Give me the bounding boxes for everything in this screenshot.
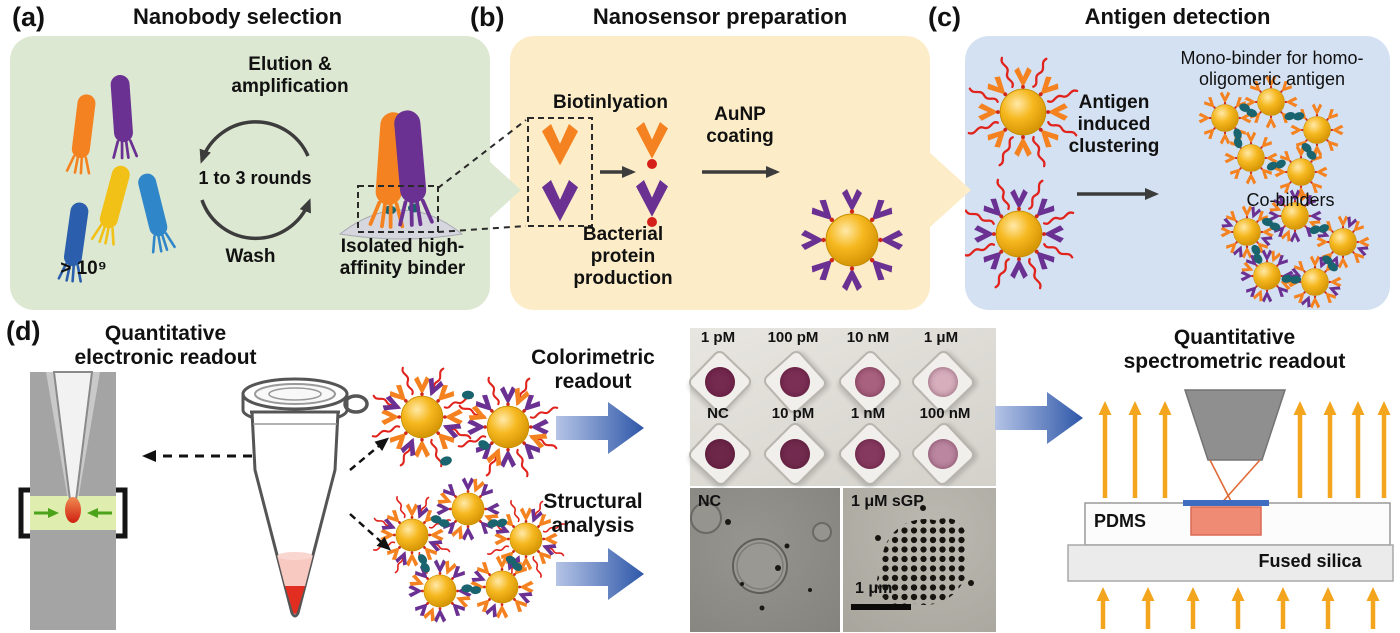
rounds-label: 1 to 3 rounds xyxy=(198,168,312,188)
well-solution xyxy=(773,360,817,404)
coverslip xyxy=(1183,500,1269,506)
emission-arrows xyxy=(1098,401,1391,498)
panel-d-letter: (d) xyxy=(6,316,41,346)
wash-label: Wash xyxy=(225,246,276,267)
sample-plug xyxy=(65,497,81,523)
well-label: 10 nM xyxy=(846,329,890,346)
well-solution xyxy=(848,360,892,404)
scale-bar-label: 1 μm xyxy=(855,580,893,597)
beam-line xyxy=(1217,459,1261,508)
fused-silica-label: Fused silica xyxy=(1258,551,1362,571)
electrode-right xyxy=(116,487,128,539)
pdms-label: PDMS xyxy=(1094,511,1147,531)
panel-a-illustration xyxy=(10,36,490,310)
tem-image-nc: NC xyxy=(690,488,840,632)
tem-sgp-label: 1 μM sGP xyxy=(851,493,924,510)
well-label: 100 pM xyxy=(767,329,819,346)
biotinylated-nanobodies xyxy=(636,122,668,227)
well-solution xyxy=(921,360,965,404)
well-solution xyxy=(773,432,817,476)
well-label: 1 μM xyxy=(923,329,959,346)
panel-a-title: Nanobody selection xyxy=(132,4,343,29)
free-antigen-icon xyxy=(462,390,474,400)
pdms-well xyxy=(909,420,977,488)
pdms-well xyxy=(836,420,904,488)
well-solution xyxy=(921,432,965,476)
structural-analysis-label: Structural analysis xyxy=(543,490,643,537)
bacterial-production-label: Bacterial protein production xyxy=(573,224,673,290)
panel-b-illustration xyxy=(510,36,930,310)
colorimetric-readout-label: Colorimetric readout xyxy=(531,346,655,393)
colorimetric-wells-photo: 1 pM 100 pM 10 nM 1 μM NC 10 pM 1 nM 100… xyxy=(686,328,996,488)
nanobody-zoom-box xyxy=(527,117,593,227)
panel-c-title: Antigen detection xyxy=(1084,4,1271,29)
sample-chamber xyxy=(1190,506,1262,536)
nanopore-device-illustration xyxy=(18,371,128,630)
mono-binder-label: Mono-binder for homo- oligomeric antigen xyxy=(1180,48,1364,90)
well-label: 1 pM xyxy=(700,329,736,346)
aunp-coating-label: AuNP coating xyxy=(706,104,774,148)
biotinylation-label: Biotinlyation xyxy=(552,92,669,113)
scale-bar xyxy=(851,604,911,610)
well-solution xyxy=(698,360,742,404)
supernatant xyxy=(277,556,313,586)
panel-b-title: Nanosensor preparation xyxy=(592,4,848,29)
selection-cycle-arrows xyxy=(199,120,311,241)
biotin-icon xyxy=(647,217,657,227)
pdms-well xyxy=(761,420,829,488)
well-label: 10 pM xyxy=(771,405,815,422)
tem-nc-content xyxy=(690,502,832,611)
objective-lens xyxy=(1183,389,1287,461)
panel-a-letter: (a) xyxy=(12,2,45,32)
tube-cap-hinge xyxy=(343,394,369,414)
library-size-label: > 10⁹ xyxy=(60,258,107,279)
well-solution xyxy=(848,432,892,476)
tube-body xyxy=(250,410,340,618)
tem-image-sgp: 1 μM sGP 1 μm xyxy=(843,488,996,632)
spectrometric-readout-label: Quantitative spectrometric readout xyxy=(1123,326,1346,373)
excitation-arrows xyxy=(1096,587,1380,629)
well-solution xyxy=(698,432,742,476)
beam-line xyxy=(1209,459,1235,508)
tem-nc-label: NC xyxy=(698,493,722,510)
panel-b-letter: (b) xyxy=(470,2,505,32)
isolated-binder-label: Isolated high- affinity binder xyxy=(339,236,466,280)
clustering-label: Antigen induced clustering xyxy=(1068,92,1160,158)
panel-c-illustration xyxy=(965,36,1390,310)
electronic-readout-label: Quantitative electronic readout xyxy=(74,322,257,369)
well-label: 1 nM xyxy=(850,405,886,422)
panel-c-letter: (c) xyxy=(928,2,961,32)
centrifuge-tube-illustration xyxy=(241,377,369,618)
biotin-icon xyxy=(647,159,657,169)
elution-label: Elution & amplification xyxy=(231,54,349,98)
pellet xyxy=(285,586,305,614)
well-label: 100 nM xyxy=(919,405,971,422)
pdms-well xyxy=(686,420,754,488)
electrode-left xyxy=(18,487,30,539)
tem-sgp-content xyxy=(875,505,974,606)
fused-silica-slab xyxy=(1067,544,1394,582)
co-binders-label: Co-binders xyxy=(1246,190,1335,210)
binder-zoom-box xyxy=(357,185,439,233)
well-label: NC xyxy=(707,405,729,422)
spectrometer-illustration xyxy=(1067,389,1394,629)
